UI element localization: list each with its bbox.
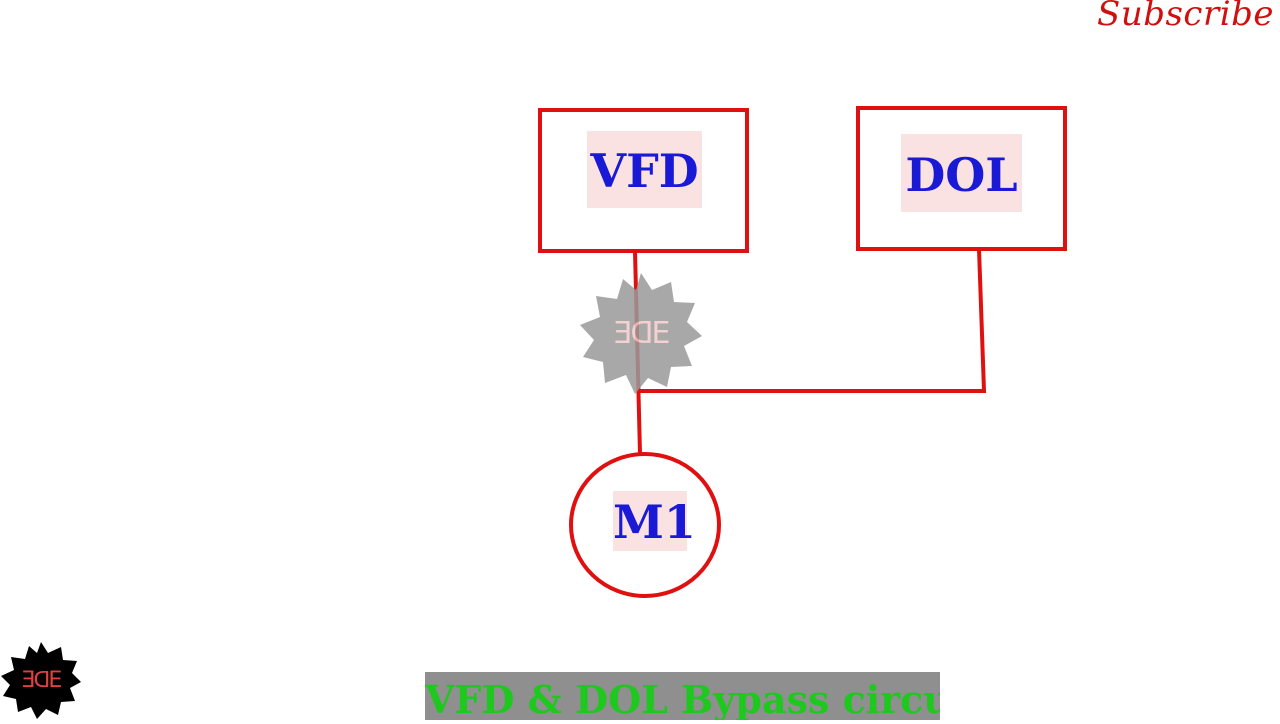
dol-to-motor-wire <box>638 248 987 393</box>
corner-logo: ƎᗡE <box>0 640 82 720</box>
corner-badge-icon <box>1 642 81 719</box>
dol-label: DOL <box>901 134 1022 212</box>
watermark-badge-icon <box>580 273 702 394</box>
video-caption: VFD & DOL Bypass circuit <box>425 672 940 720</box>
subscribe-link[interactable]: Subscribe <box>1097 0 1274 34</box>
motor-circle <box>569 452 721 598</box>
motor-label: M1 <box>613 491 696 551</box>
watermark-logo: ƎᗡE <box>578 270 704 396</box>
dol-box <box>856 106 1067 251</box>
watermark-text: ƎᗡE <box>613 315 671 351</box>
vfd-label: VFD <box>587 131 702 208</box>
corner-logo-text: ƎᗡE <box>21 667 63 693</box>
vfd-box <box>538 108 749 253</box>
